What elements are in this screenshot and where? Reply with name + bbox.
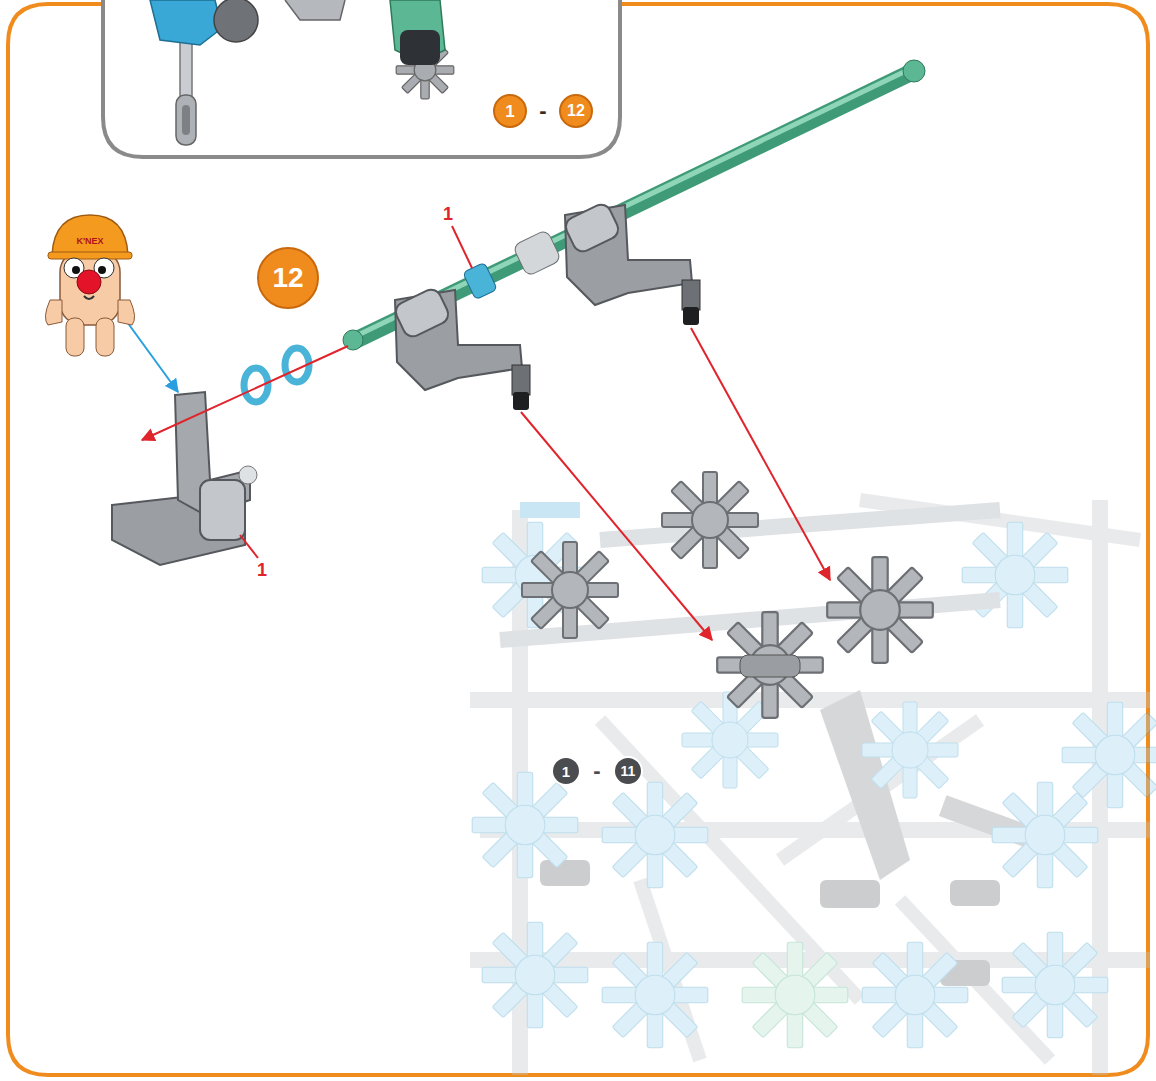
step-number-text: 11	[621, 764, 636, 778]
mascot-nose	[77, 270, 101, 294]
mascot-helmet	[48, 252, 132, 259]
rod-end	[239, 466, 257, 484]
clip	[820, 880, 880, 908]
connector	[602, 942, 708, 1048]
connector	[742, 942, 848, 1048]
range-dash: -	[593, 760, 600, 782]
leader-line	[452, 226, 472, 268]
spacer	[513, 229, 562, 276]
hinge	[820, 690, 910, 880]
inset-frame	[103, 0, 620, 157]
logo-text: K'NEX	[76, 237, 103, 246]
connector	[482, 922, 588, 1028]
connector	[522, 542, 618, 638]
step-number: 1	[493, 94, 527, 128]
blue-connector	[150, 0, 222, 45]
connector	[602, 782, 708, 888]
connector	[862, 942, 968, 1048]
connector	[285, 0, 345, 20]
leader-line	[240, 535, 258, 558]
rod	[520, 502, 580, 518]
connector	[992, 782, 1098, 888]
mascot-hand	[118, 300, 135, 325]
clip	[400, 30, 440, 65]
range-dash: -	[539, 100, 546, 122]
peg	[512, 365, 530, 395]
connector	[717, 612, 823, 718]
mascot-pupil	[98, 266, 106, 274]
inset-panel	[103, 0, 620, 157]
mascot-pupil	[72, 266, 80, 274]
connector	[662, 472, 758, 568]
peg	[682, 280, 700, 310]
peg-tip	[513, 392, 529, 410]
top-connectors	[500, 472, 1000, 718]
mascot-helmet	[52, 215, 128, 255]
assembly-arrow	[521, 412, 712, 640]
mascot-leg	[66, 318, 84, 356]
connector-hub	[200, 480, 245, 540]
step-number: 11	[613, 756, 643, 786]
connector	[1062, 702, 1156, 808]
callout-number: 1	[257, 561, 267, 579]
step-number-text: 12	[272, 264, 303, 292]
mascot-hand	[45, 300, 62, 325]
connector-hub	[393, 286, 452, 339]
assembly-arrow	[691, 328, 830, 580]
assembly-arrow	[142, 346, 348, 440]
rod-end	[903, 60, 925, 82]
connector	[827, 557, 933, 663]
blue-spacer	[463, 262, 498, 299]
step-number: 12	[257, 247, 319, 309]
connector	[962, 522, 1068, 628]
step-number: 1	[551, 756, 581, 786]
model-base	[470, 500, 1156, 1075]
connector-hub	[563, 201, 622, 254]
step-number-text: 12	[567, 103, 585, 119]
clip	[540, 860, 590, 886]
left-assembly	[112, 392, 258, 565]
clip	[176, 95, 196, 145]
green-rod	[356, 73, 910, 340]
mascot-mouth	[84, 296, 94, 299]
callout-number: 1	[443, 205, 453, 223]
clip-slot	[182, 105, 190, 135]
mascot	[45, 215, 134, 356]
connector	[862, 702, 958, 798]
step-number-text: 1	[505, 103, 514, 120]
rod-assembly	[343, 60, 925, 410]
peg-tip	[683, 307, 699, 325]
connector	[472, 772, 578, 878]
hint-arrow	[122, 315, 178, 392]
step-number: 12	[559, 94, 593, 128]
step-number-text: 1	[562, 764, 570, 779]
mascot-face	[60, 250, 120, 325]
mascot-leg	[96, 318, 114, 356]
connector	[1002, 932, 1108, 1038]
clip	[740, 655, 800, 677]
page-frame	[8, 4, 1148, 1075]
clip	[950, 880, 1000, 906]
connector	[214, 0, 258, 42]
